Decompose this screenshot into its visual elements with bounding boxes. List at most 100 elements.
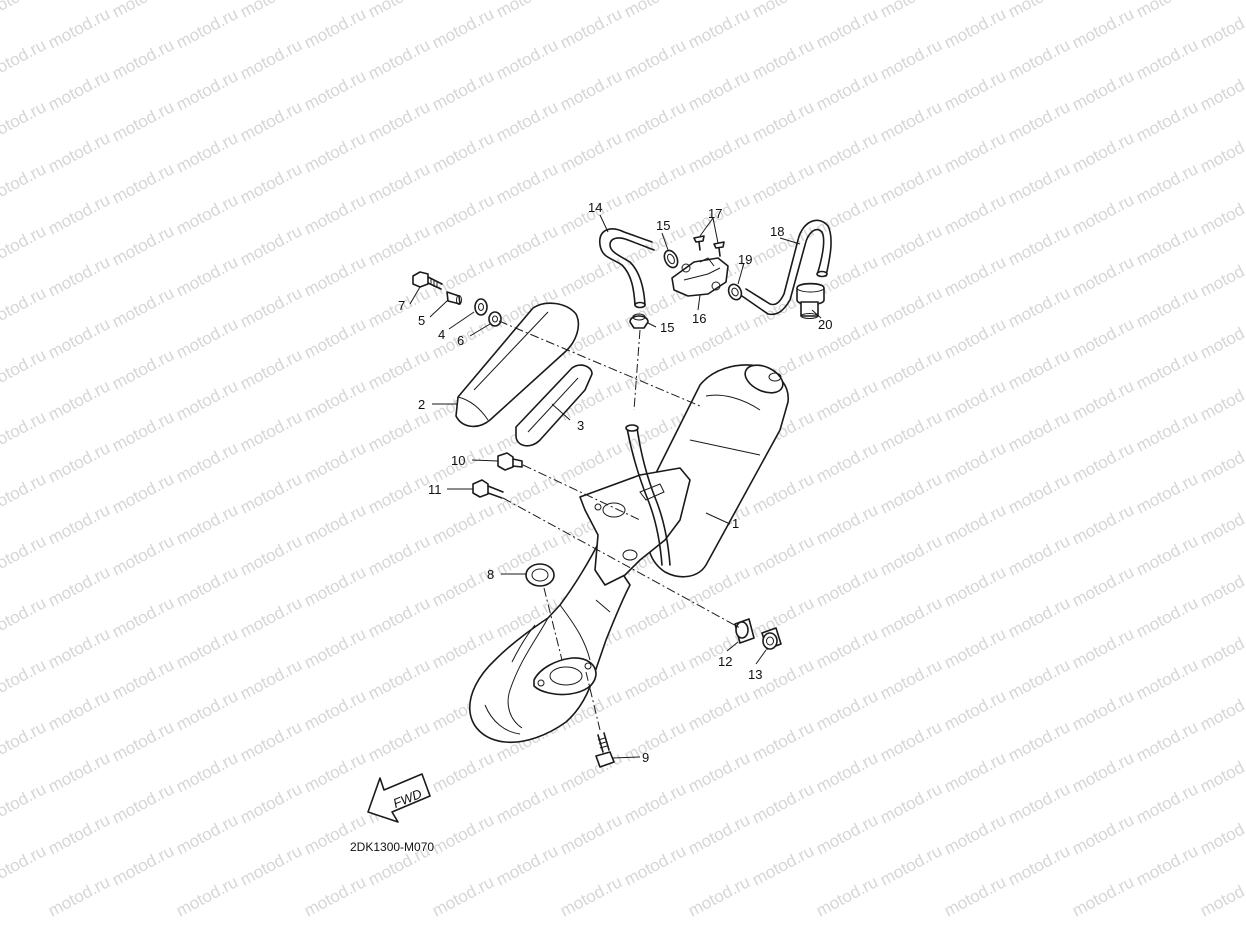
watermark-text: motod.ru xyxy=(45,314,113,362)
watermark-text: motod.ru xyxy=(0,283,49,331)
watermark-text: motod.ru xyxy=(109,593,177,641)
watermark-text: motod.ru xyxy=(109,97,177,145)
watermark-text: motod.ru xyxy=(557,252,625,300)
watermark-text: motod.ru xyxy=(621,841,689,889)
watermark-text: motod.ru xyxy=(237,841,305,889)
watermark-text: motod.ru xyxy=(1005,35,1073,83)
watermark-text: motod.ru xyxy=(1005,469,1073,517)
watermark-text: motod.ru xyxy=(1197,624,1246,672)
watermark-text: motod.ru xyxy=(1005,97,1073,145)
watermark-text: motod.ru xyxy=(1005,221,1073,269)
watermark-text: motod.ru xyxy=(173,376,241,424)
watermark-text: motod.ru xyxy=(1197,562,1246,610)
watermark-text: motod.ru xyxy=(237,407,305,455)
watermark-text: motod.ru xyxy=(1133,97,1201,145)
watermark-text: motod.ru xyxy=(877,159,945,207)
watermark-text: motod.ru xyxy=(109,779,177,827)
watermark-text: motod.ru xyxy=(0,97,49,145)
watermark-text: motod.ru xyxy=(1069,128,1137,176)
watermark-text: motod.ru xyxy=(0,593,49,641)
watermark-text: motod.ru xyxy=(173,872,241,920)
watermark-text: motod.ru xyxy=(429,748,497,796)
watermark-text: motod.ru xyxy=(1005,159,1073,207)
watermark-text: motod.ru xyxy=(173,4,241,52)
callout-17: 17 xyxy=(708,206,722,221)
watermark-text: motod.ru xyxy=(1133,345,1201,393)
watermark-text: motod.ru xyxy=(1133,283,1201,331)
watermark-text: motod.ru xyxy=(1197,376,1246,424)
watermark-text: motod.ru xyxy=(301,252,369,300)
watermark-text: motod.ru xyxy=(237,159,305,207)
flange-bolt xyxy=(595,732,615,768)
watermark-text: motod.ru xyxy=(301,562,369,610)
watermark-text: motod.ru xyxy=(941,562,1009,610)
watermark-text: motod.ru xyxy=(1069,624,1137,672)
watermark-text: motod.ru xyxy=(237,0,305,22)
callout-2: 2 xyxy=(418,397,425,412)
watermark-text: motod.ru xyxy=(621,35,689,83)
watermark-text: motod.ru xyxy=(1133,159,1201,207)
watermark-text: motod.ru xyxy=(365,655,433,703)
watermark-text: motod.ru xyxy=(237,97,305,145)
watermark-text: motod.ru xyxy=(1069,66,1137,114)
watermark-text: motod.ru xyxy=(557,128,625,176)
watermark-text: motod.ru xyxy=(0,469,49,517)
watermark-text: motod.ru xyxy=(1197,4,1246,52)
watermark-text: motod.ru xyxy=(109,0,177,22)
watermark-text: motod.ru xyxy=(877,469,945,517)
watermark-text: motod.ru xyxy=(1005,655,1073,703)
watermark-text: motod.ru xyxy=(877,531,945,579)
watermark-text: motod.ru xyxy=(749,531,817,579)
watermark-text: motod.ru xyxy=(493,841,561,889)
watermark-text: motod.ru xyxy=(1197,748,1246,796)
watermark-text: motod.ru xyxy=(173,500,241,548)
watermark-text: motod.ru xyxy=(621,159,689,207)
watermark-text: motod.ru xyxy=(429,128,497,176)
watermark-text: motod.ru xyxy=(749,35,817,83)
watermark-text: motod.ru xyxy=(45,438,113,486)
watermark-text: motod.ru xyxy=(557,438,625,486)
watermark-text: motod.ru xyxy=(45,376,113,424)
watermark-text: motod.ru xyxy=(1005,593,1073,641)
exhaust-pipe xyxy=(469,539,631,744)
watermark-text: motod.ru xyxy=(45,66,113,114)
watermark-text: motod.ru xyxy=(813,190,881,238)
watermark-text: motod.ru xyxy=(813,500,881,548)
watermark-text: motod.ru xyxy=(621,0,689,22)
watermark-text: motod.ru xyxy=(1133,531,1201,579)
watermark-text: motod.ru xyxy=(429,190,497,238)
callout-1: 1 xyxy=(732,516,739,531)
watermark-text: motod.ru xyxy=(493,0,561,22)
callout-4: 4 xyxy=(438,327,445,342)
watermark-text: motod.ru xyxy=(301,4,369,52)
watermark-text: motod.ru xyxy=(813,66,881,114)
callout-8: 8 xyxy=(487,567,494,582)
watermark-text: motod.ru xyxy=(429,500,497,548)
watermark-text: motod.ru xyxy=(813,872,881,920)
watermark-text: motod.ru xyxy=(301,624,369,672)
heat-shield-fasteners xyxy=(412,271,502,327)
watermark-text: motod.ru xyxy=(813,4,881,52)
watermark-text: motod.ru xyxy=(941,252,1009,300)
watermark-text: motod.ru xyxy=(429,4,497,52)
watermark-text: motod.ru xyxy=(429,810,497,858)
watermark-text: motod.ru xyxy=(173,686,241,734)
watermark-text: motod.ru xyxy=(237,779,305,827)
diagram-code: 2DK1300-M070 xyxy=(350,840,434,854)
watermark-text: motod.ru xyxy=(237,655,305,703)
watermark-text: motod.ru xyxy=(45,562,113,610)
watermark-text: motod.ru xyxy=(1005,717,1073,765)
watermark-text: motod.ru xyxy=(237,283,305,331)
watermark-text: motod.ru xyxy=(877,717,945,765)
callout-9: 9 xyxy=(642,750,649,765)
watermark-text: motod.ru xyxy=(237,469,305,517)
callout-numbers: 7 5 4 6 2 3 10 11 8 9 1 12 13 14 15 15 1… xyxy=(398,200,832,765)
callout-11: 11 xyxy=(428,482,442,497)
watermark-text: motod.ru xyxy=(685,4,753,52)
watermark-text: motod.ru xyxy=(237,531,305,579)
watermark-text: motod.ru xyxy=(1133,469,1201,517)
watermark-text: motod.ru xyxy=(621,97,689,145)
watermark-text: motod.ru xyxy=(941,500,1009,548)
watermark-text: motod.ru xyxy=(173,748,241,796)
watermark-text: motod.ru xyxy=(237,717,305,765)
